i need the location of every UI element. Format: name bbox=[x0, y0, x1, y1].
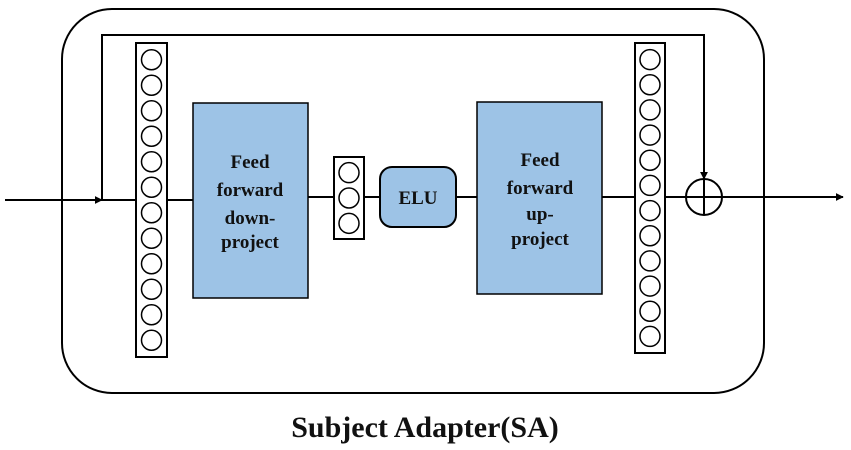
down-project-line-3: down- bbox=[225, 208, 276, 229]
neuron-node bbox=[639, 225, 661, 247]
neuron-node bbox=[639, 250, 661, 272]
output-neuron-column bbox=[634, 42, 666, 354]
up-project-line-4: project bbox=[511, 229, 569, 250]
up-project-line-1: Feed bbox=[520, 150, 559, 171]
neuron-node bbox=[140, 278, 163, 300]
neuron-node bbox=[639, 74, 661, 96]
elu-label: ELU bbox=[398, 188, 437, 209]
down-project-line-4: project bbox=[221, 232, 279, 253]
neuron-node bbox=[639, 325, 661, 348]
skip-connection bbox=[101, 34, 708, 200]
neuron-node bbox=[639, 124, 661, 146]
neuron-node bbox=[140, 74, 163, 96]
neuron-node bbox=[140, 227, 163, 249]
neuron-node bbox=[639, 300, 661, 322]
neuron-node bbox=[639, 275, 661, 297]
down-project-line-2: forward bbox=[217, 180, 284, 201]
up-project-line-2: forward bbox=[507, 178, 574, 199]
circle-plus-icon bbox=[685, 178, 723, 216]
neuron-node bbox=[338, 187, 360, 209]
neuron-node bbox=[140, 202, 163, 224]
neuron-node bbox=[140, 100, 163, 122]
neuron-node bbox=[338, 161, 360, 184]
neuron-node bbox=[140, 49, 163, 71]
neuron-node bbox=[639, 99, 661, 121]
neuron-node bbox=[140, 329, 163, 351]
neuron-node bbox=[639, 149, 661, 171]
neuron-node bbox=[140, 125, 163, 147]
up-project-line-3: up- bbox=[526, 204, 553, 225]
neuron-node bbox=[338, 212, 360, 235]
neuron-node bbox=[639, 174, 661, 197]
neuron-node bbox=[140, 253, 163, 275]
neuron-node bbox=[639, 199, 661, 222]
neuron-node bbox=[140, 176, 163, 198]
down-project-line-1: Feed bbox=[230, 152, 269, 173]
elu-activation-block: ELU bbox=[379, 166, 457, 228]
bottleneck-neuron-column bbox=[333, 156, 365, 240]
neuron-node bbox=[639, 48, 661, 71]
up-project-block: Feed forward up- project bbox=[476, 101, 603, 295]
input-neuron-column bbox=[135, 42, 168, 358]
down-project-block: Feed forward down- project bbox=[192, 102, 309, 299]
diagram-caption: Subject Adapter(SA) bbox=[291, 411, 559, 444]
neuron-node bbox=[140, 151, 163, 173]
neuron-node bbox=[140, 304, 163, 326]
